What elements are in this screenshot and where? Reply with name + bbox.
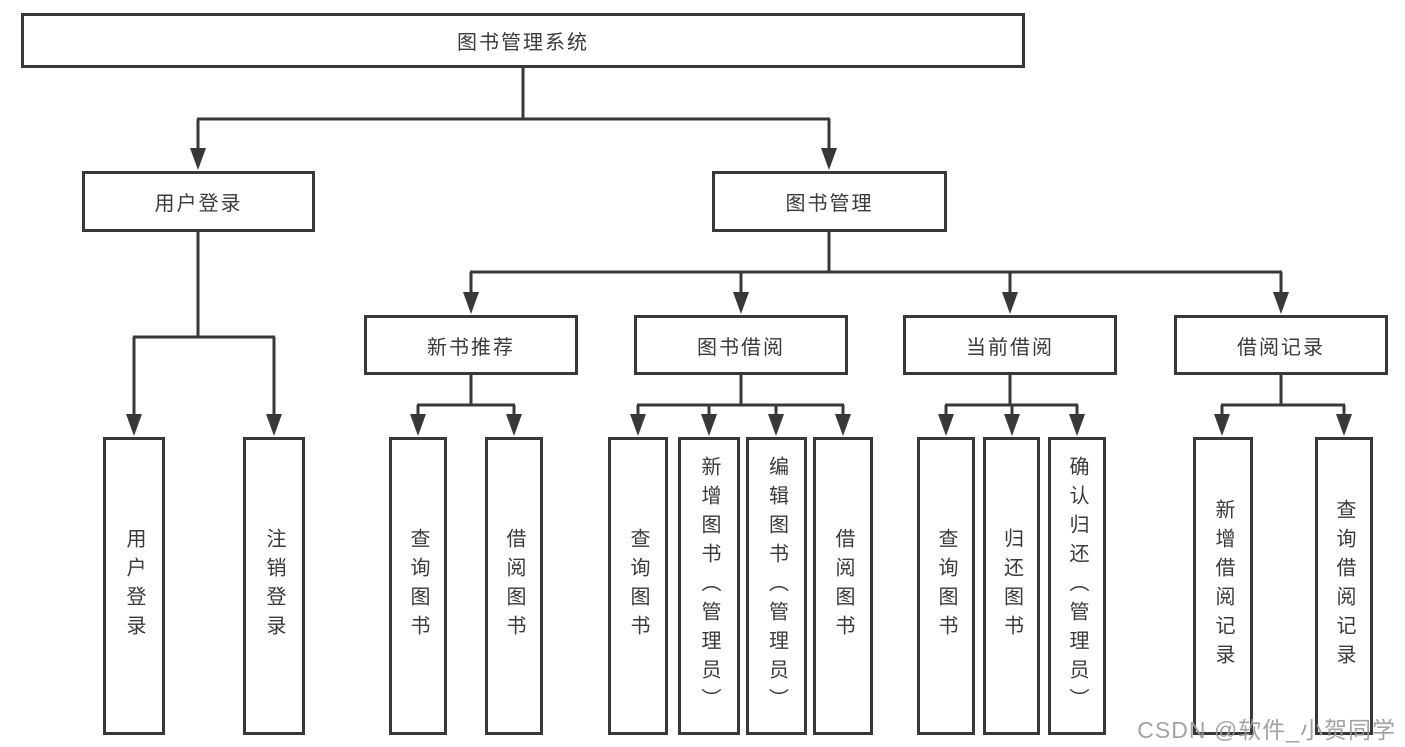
leaf-confirm-return-admin: 确认归还（管理员） bbox=[1048, 437, 1106, 735]
node-root-library-system: 图书管理系统 bbox=[21, 13, 1025, 68]
leaf-add-borrow-record: 新增借阅记录 bbox=[1193, 437, 1253, 735]
arrowhead bbox=[1214, 414, 1230, 436]
arrowhead bbox=[463, 292, 479, 314]
arrowhead bbox=[701, 414, 717, 436]
leaf-query-books-1: 查询图书 bbox=[389, 437, 447, 735]
arrowhead bbox=[1273, 292, 1289, 314]
connector-borrow-to-leaves bbox=[636, 375, 845, 418]
leaf-query-books-2: 查询图书 bbox=[608, 437, 668, 735]
arrowhead bbox=[1004, 414, 1020, 436]
arrowhead bbox=[835, 414, 851, 436]
leaf-add-books-admin: 新增图书（管理员） bbox=[678, 437, 740, 735]
arrowhead bbox=[126, 414, 142, 436]
connector-records-to-leaves bbox=[1220, 375, 1346, 418]
leaf-query-books-3: 查询图书 bbox=[917, 437, 975, 735]
arrowhead bbox=[1069, 414, 1085, 436]
csdn-watermark: CSDN @软件_小贺同学 bbox=[1137, 717, 1396, 743]
arrowhead bbox=[266, 414, 282, 436]
arrowhead bbox=[1002, 292, 1018, 314]
arrowhead bbox=[768, 414, 784, 436]
arrowhead bbox=[938, 414, 954, 436]
leaf-query-borrow-record: 查询借阅记录 bbox=[1315, 437, 1373, 735]
connector-login-to-leaves bbox=[132, 232, 276, 418]
arrowhead bbox=[1336, 414, 1352, 436]
leaf-user-login: 用户登录 bbox=[103, 437, 165, 735]
node-user-login: 用户登录 bbox=[82, 171, 315, 232]
connector-root-to-level2 bbox=[196, 68, 831, 152]
leaf-borrow-books-2: 借阅图书 bbox=[813, 437, 873, 735]
arrowhead bbox=[630, 414, 646, 436]
connector-newbook-to-leaves bbox=[416, 375, 516, 418]
leaf-borrow-books-1: 借阅图书 bbox=[485, 437, 543, 735]
arrowhead bbox=[506, 414, 522, 436]
node-book-borrow: 图书借阅 bbox=[634, 315, 848, 375]
arrowhead bbox=[733, 292, 749, 314]
connector-current-to-leaves bbox=[944, 375, 1079, 418]
leaf-edit-books-admin: 编辑图书（管理员） bbox=[746, 437, 807, 735]
leaf-logout: 注销登录 bbox=[243, 437, 305, 735]
leaf-return-books: 归还图书 bbox=[983, 437, 1040, 735]
arrowhead bbox=[410, 414, 426, 436]
node-new-book-recommend: 新书推荐 bbox=[364, 315, 578, 375]
node-current-borrow: 当前借阅 bbox=[903, 315, 1117, 375]
connector-mgmt-to-level3 bbox=[469, 232, 1283, 296]
arrowhead bbox=[190, 148, 206, 170]
node-book-management: 图书管理 bbox=[712, 171, 947, 232]
arrowhead bbox=[821, 148, 837, 170]
node-borrow-records: 借阅记录 bbox=[1174, 315, 1388, 375]
